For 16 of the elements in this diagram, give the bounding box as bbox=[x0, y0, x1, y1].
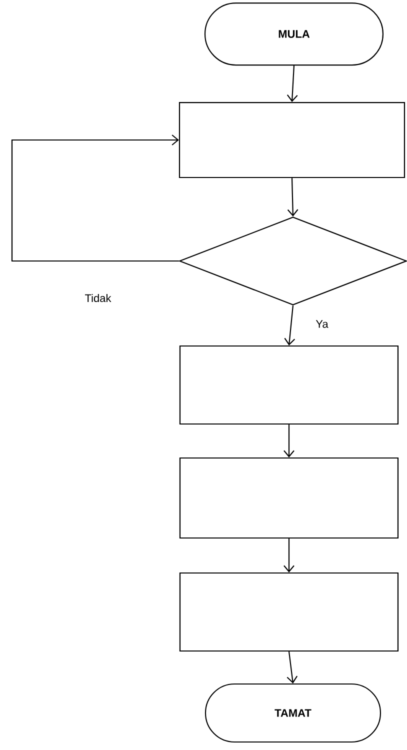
decision-diamond bbox=[178, 216, 407, 306]
arrow bbox=[286, 651, 298, 684]
terminator: MULA bbox=[204, 2, 384, 66]
edge-label: Ya bbox=[314, 319, 330, 329]
arrow bbox=[284, 538, 294, 572]
process-box bbox=[179, 457, 399, 539]
process-box bbox=[179, 572, 399, 652]
arrow bbox=[11, 134, 179, 262]
terminator: TAMAT bbox=[204, 683, 382, 743]
arrow bbox=[287, 178, 298, 216]
process-box bbox=[179, 345, 399, 425]
arrow bbox=[284, 306, 296, 346]
arrow bbox=[284, 424, 294, 458]
arrow bbox=[286, 66, 298, 102]
process-box bbox=[178, 102, 406, 178]
edge-label: Tidak bbox=[84, 292, 112, 304]
